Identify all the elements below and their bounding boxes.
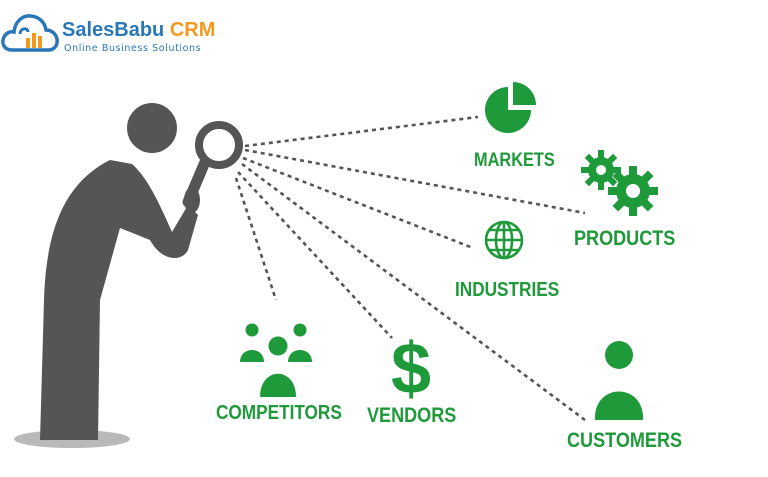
connector-industries [242,156,474,250]
body [40,160,198,440]
brand-tagline: Online Business Solutions [64,43,202,54]
cloud-chart-icon [1,14,59,52]
label-products: PRODUCTS [574,227,676,250]
brand-logo: SalesBabu CRM Online Business Solutions [0,0,232,60]
label-markets: MARKETS [474,150,555,171]
gears-icon [581,150,658,216]
connector-vendors [237,171,393,339]
label-industries: INDUSTRIES [455,279,560,301]
label-vendors: VENDORS [367,404,457,427]
connector-competitors [234,177,278,301]
label-customers: CUSTOMERS [567,429,683,452]
connector-markets [244,115,479,148]
globe-icon [484,220,524,260]
connector-products [244,148,586,215]
magnifier-ring [195,121,243,169]
brand-name: SalesBabu CRM [62,19,216,41]
connector-lines [234,115,586,422]
person-icon [594,341,644,420]
pie-chart-icon [485,82,536,133]
dollar-icon: $ [391,329,431,409]
head [127,103,177,153]
label-competitors: COMPETITORS [216,402,342,424]
people-group-icon [240,323,312,397]
researcher-figure [40,103,243,440]
hand [184,187,200,213]
